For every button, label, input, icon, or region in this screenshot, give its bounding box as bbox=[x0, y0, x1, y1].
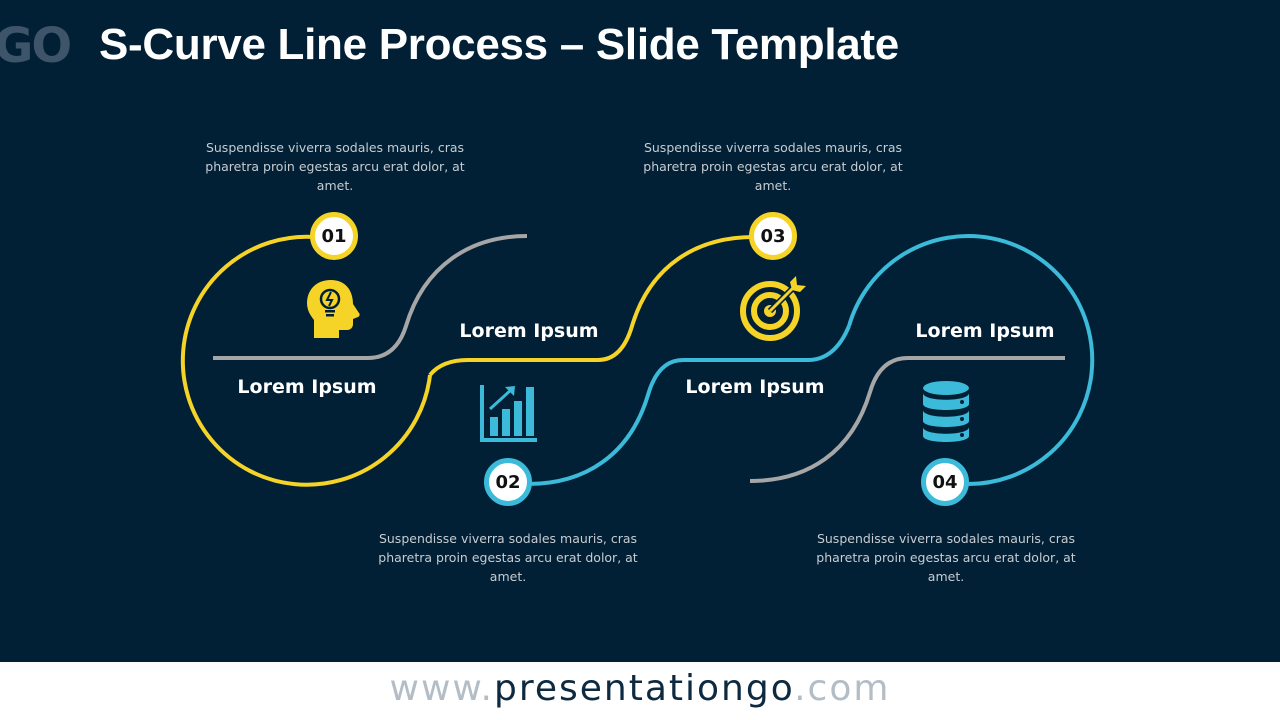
logo-mark: GO bbox=[0, 18, 72, 74]
step-02-label: Lorem Ipsum bbox=[459, 320, 599, 342]
target-icon bbox=[740, 276, 806, 341]
s-curve-diagram bbox=[180, 234, 1095, 487]
footer-url[interactable]: www.presentationgo.com bbox=[0, 668, 1280, 709]
curve-blue-s bbox=[527, 325, 851, 486]
step-04-description: Suspendisse viverra sodales mauris, cras… bbox=[816, 531, 1076, 584]
curve-gray-left bbox=[213, 234, 528, 360]
footer: www.presentationgo.com bbox=[0, 662, 1280, 720]
step-01-number-badge: 01 bbox=[310, 212, 358, 260]
curve-gray-right bbox=[749, 356, 1065, 483]
step-01-label: Lorem Ipsum bbox=[237, 376, 377, 398]
step-03-number-badge: 03 bbox=[749, 212, 797, 260]
step-03-description: Suspendisse viverra sodales mauris, cras… bbox=[643, 140, 903, 193]
curve-yellow-s bbox=[428, 235, 755, 377]
footer-url-main: presentationgo bbox=[494, 668, 795, 709]
step-04-number-badge: 04 bbox=[921, 458, 969, 506]
step-01-description: Suspendisse viverra sodales mauris, cras… bbox=[205, 140, 465, 193]
curve-blue-loop bbox=[847, 234, 1095, 487]
footer-url-suffix: .com bbox=[794, 668, 891, 709]
step-03-label: Lorem Ipsum bbox=[685, 376, 825, 398]
slide: GO S-Curve Line Process – Slide Template… bbox=[0, 0, 1280, 662]
curve-yellow-loop bbox=[180, 234, 432, 487]
growth-chart-icon bbox=[480, 385, 537, 442]
step-04-label: Lorem Ipsum bbox=[915, 320, 1055, 342]
footer-url-prefix: www. bbox=[389, 668, 494, 709]
step-02-description: Suspendisse viverra sodales mauris, cras… bbox=[378, 531, 638, 584]
slide-title: S-Curve Line Process – Slide Template bbox=[99, 20, 899, 69]
database-icon bbox=[923, 381, 969, 442]
step-02-number-badge: 02 bbox=[484, 458, 532, 506]
idea-head-icon bbox=[307, 280, 360, 338]
